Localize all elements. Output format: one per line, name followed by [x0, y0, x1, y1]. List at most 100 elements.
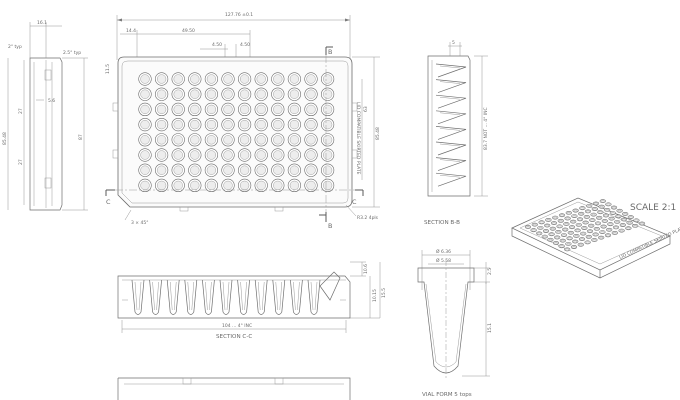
well [254, 163, 268, 177]
well [536, 231, 543, 236]
well [609, 211, 616, 216]
well [632, 223, 639, 228]
section-letter-b-bottom: B [328, 222, 332, 230]
vial-inner-diameter: Ø 5.58 [436, 257, 451, 264]
well [204, 133, 218, 147]
well [188, 72, 202, 86]
well [557, 218, 564, 223]
well [321, 72, 335, 86]
well [605, 202, 612, 207]
well [577, 242, 584, 247]
well [138, 102, 152, 116]
well [138, 178, 152, 192]
well [287, 163, 302, 177]
isometric-view: SCALE 2:1 LID COMPATIBLE SKIRTED PLATE [511, 197, 680, 279]
well-pitch-label: 49.50 [182, 28, 195, 34]
well-profile [435, 141, 467, 156]
well [531, 222, 538, 227]
well [578, 237, 586, 242]
well [271, 178, 285, 192]
well [254, 133, 268, 147]
well-profile [435, 94, 467, 109]
well [271, 148, 285, 162]
well [580, 231, 587, 236]
well [622, 212, 629, 216]
well-profile [435, 79, 467, 93]
well [155, 163, 169, 177]
well [287, 87, 302, 101]
well [576, 217, 584, 222]
well [221, 148, 235, 162]
well [591, 207, 598, 211]
well [562, 227, 569, 232]
well [619, 223, 626, 227]
section-letter-c-left: C [106, 198, 111, 206]
bottom-view [117, 377, 351, 400]
well [304, 72, 318, 86]
well [238, 102, 252, 116]
well [171, 102, 185, 116]
well [221, 102, 235, 116]
well-cone [184, 279, 198, 315]
well [559, 238, 566, 243]
well [204, 148, 218, 162]
well [287, 133, 302, 147]
well-cone [290, 279, 303, 315]
well [572, 208, 579, 213]
well [271, 117, 285, 132]
section-arrow-icon: C [352, 189, 364, 206]
section-bb-caption: SECTION B-B [424, 220, 460, 226]
well [138, 148, 152, 162]
well [564, 216, 571, 221]
well [238, 178, 252, 192]
section-cc-dim-a: 10.6 [363, 264, 369, 274]
well [321, 102, 335, 116]
well [238, 117, 252, 132]
well [287, 102, 302, 116]
well-profile [435, 126, 467, 140]
well-cone [202, 279, 215, 315]
well [254, 87, 268, 101]
scale-label: SCALE 2:1 [630, 203, 676, 213]
well [271, 133, 285, 147]
well [544, 223, 551, 228]
well [620, 217, 628, 222]
well [204, 178, 218, 192]
well [138, 133, 152, 147]
well [542, 229, 550, 233]
section-bb-depth-dim: 83.7 NOT ... 4° INC [483, 107, 489, 150]
well [585, 234, 592, 239]
well [530, 228, 537, 233]
left-step-label: 5.6 [48, 98, 55, 104]
well [550, 221, 558, 226]
well [599, 199, 606, 204]
well [584, 209, 592, 214]
well [612, 225, 620, 230]
well [604, 233, 612, 238]
well [591, 238, 598, 242]
well [626, 220, 633, 225]
well-cone [237, 279, 250, 315]
well [596, 215, 603, 220]
well [584, 240, 591, 245]
well [586, 203, 593, 208]
corner-chamfer-label: 3 × 45° [131, 220, 148, 226]
well [221, 117, 235, 132]
well [579, 206, 586, 211]
vial-form-caption: VIAL FORM 5 tops [422, 392, 472, 398]
well [254, 72, 268, 86]
well [581, 226, 588, 230]
well [254, 148, 268, 162]
well [304, 87, 318, 101]
well [589, 218, 596, 223]
well-cone [254, 279, 268, 315]
well [304, 163, 318, 177]
well [155, 102, 169, 116]
well [558, 244, 565, 249]
well [188, 102, 202, 116]
well [583, 215, 590, 219]
well [321, 117, 335, 132]
well [570, 219, 577, 224]
well [171, 148, 185, 162]
